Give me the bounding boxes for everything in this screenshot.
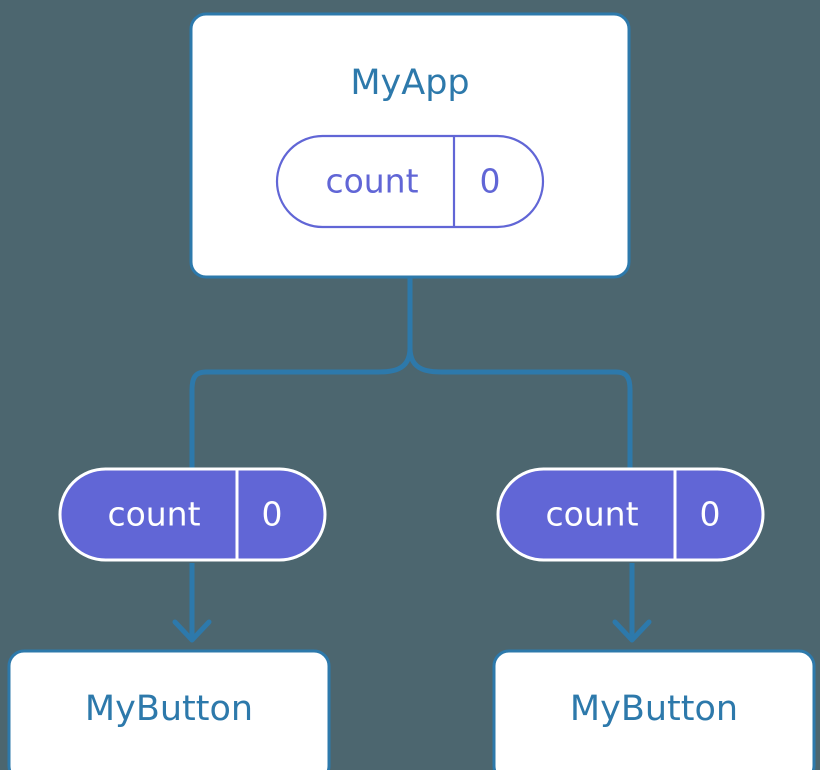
state-pill-right-key: count [545, 495, 638, 534]
arrow-left-head-icon [172, 619, 212, 643]
state-pill-left-body[interactable] [58, 467, 327, 562]
arrow-right-head-icon [612, 619, 652, 643]
state-pill-right-body[interactable] [496, 467, 765, 562]
state-pill-myapp-body[interactable] [275, 134, 545, 229]
connector-group [189, 278, 633, 470]
state-pill-myapp-value: 0 [480, 162, 501, 201]
node-mybutton-left[interactable]: MyButton [7, 649, 331, 770]
node-mybutton-left-label: MyButton [85, 689, 253, 729]
arrow-left [172, 563, 212, 643]
node-mybutton-right[interactable]: MyButton [492, 649, 816, 770]
node-myapp-label: MyApp [350, 63, 469, 103]
state-pill-left-value: 0 [262, 495, 283, 534]
arrow-right [612, 563, 652, 643]
state-pill-left-key: count [107, 495, 200, 534]
state-pill-myapp-key: count [325, 162, 418, 201]
state-pill-myapp[interactable]: count 0 [275, 134, 545, 229]
node-mybutton-right-label: MyButton [570, 689, 738, 729]
node-mybutton-left-box[interactable] [7, 649, 331, 770]
node-mybutton-right-box[interactable] [492, 649, 816, 770]
state-pill-right[interactable]: count 0 [496, 467, 765, 562]
branch-right: count 0 MyButton [492, 467, 816, 770]
state-pill-right-value: 0 [700, 495, 721, 534]
state-pill-left[interactable]: count 0 [58, 467, 327, 562]
split-connector-left-branch [189, 347, 413, 470]
node-myapp[interactable]: MyApp count 0 [189, 12, 631, 279]
split-connector-right-branch [407, 347, 633, 470]
branch-left: count 0 MyButton [7, 467, 331, 770]
